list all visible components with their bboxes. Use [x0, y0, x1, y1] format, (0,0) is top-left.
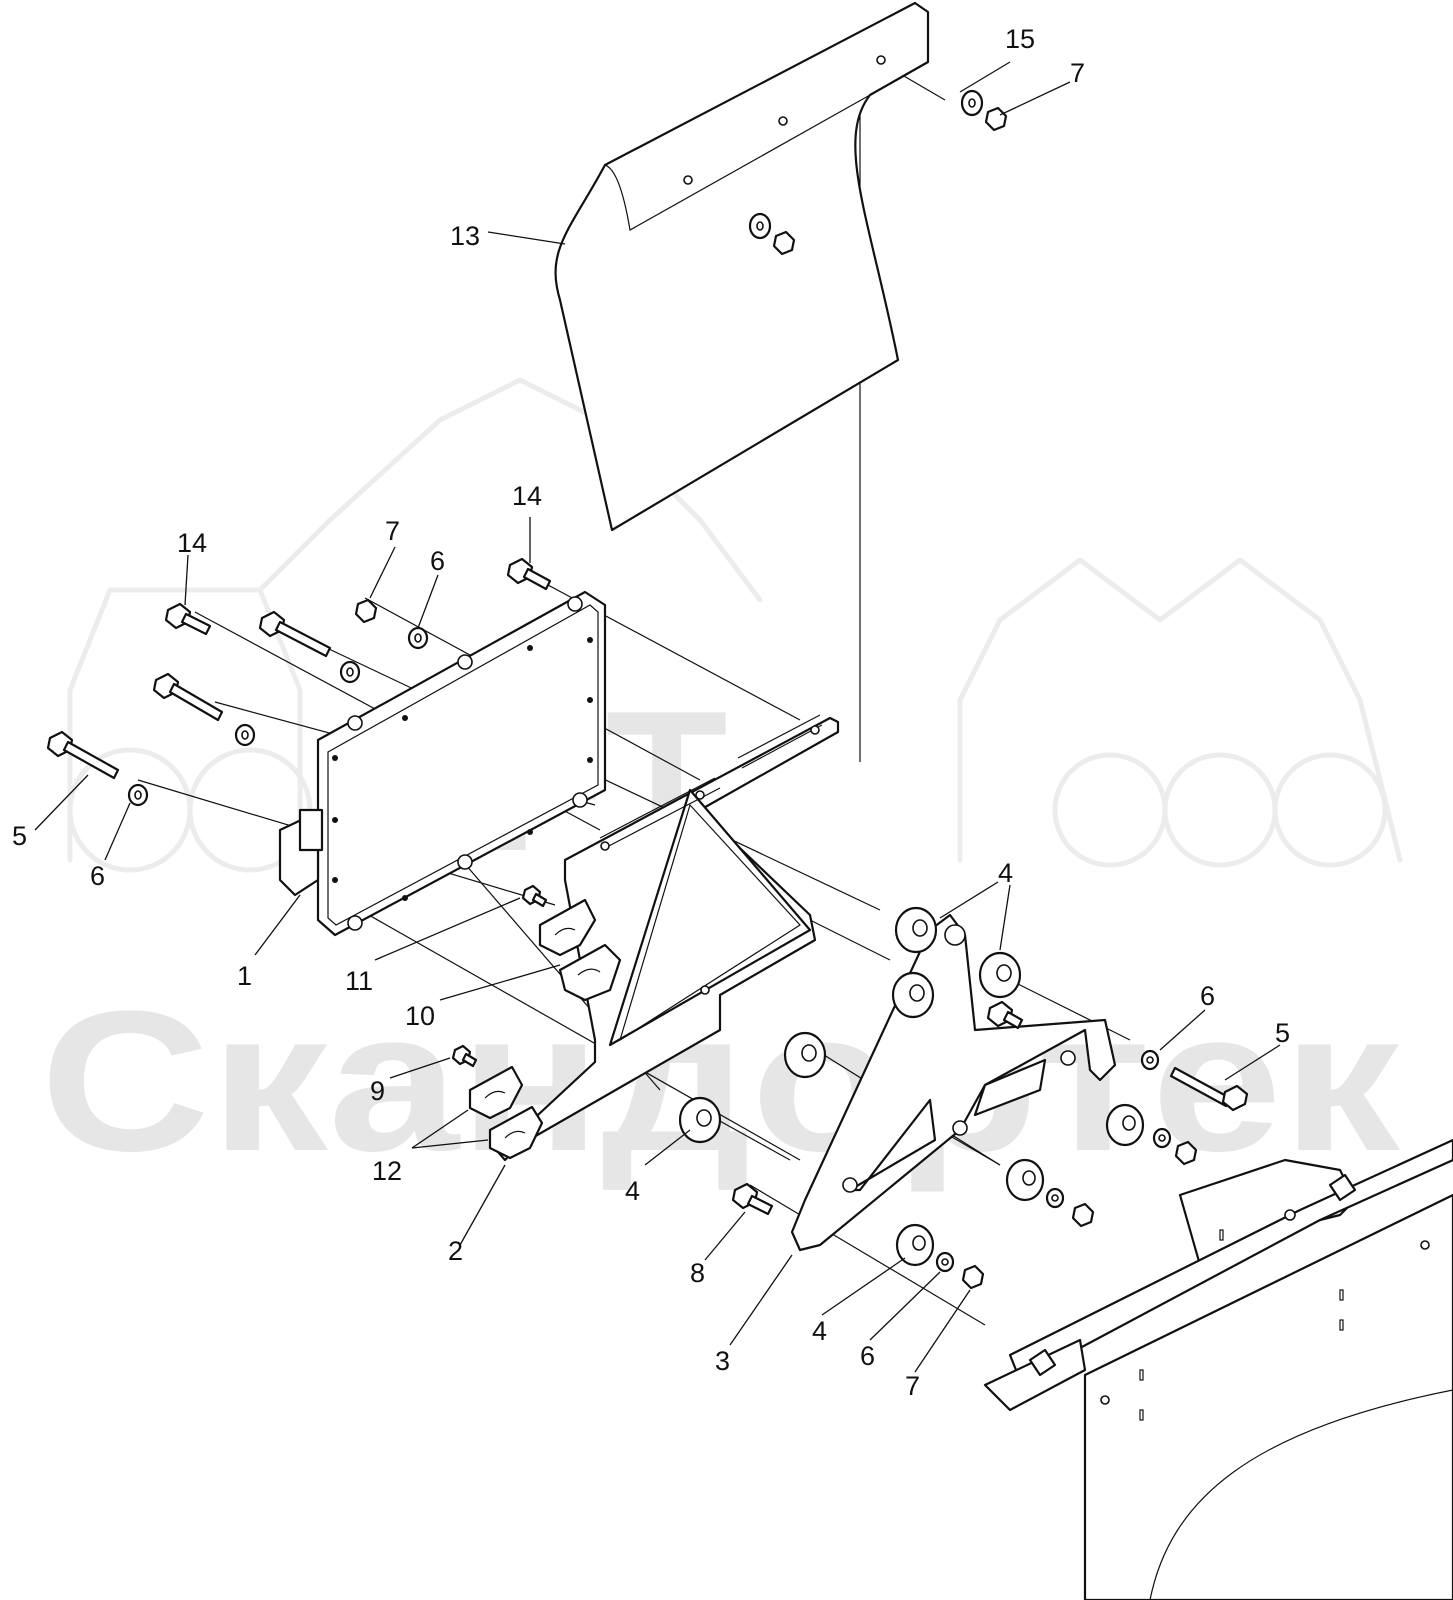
callout-13: 13	[450, 221, 480, 251]
bolt-long-a	[258, 610, 332, 658]
callout-6: 6	[90, 861, 105, 891]
callout-7: 7	[905, 1371, 920, 1401]
bolt-14-left	[164, 602, 212, 636]
callout-3: 3	[715, 1346, 730, 1376]
screw-9	[451, 1044, 478, 1068]
callout-10: 10	[405, 1001, 435, 1031]
callout-14: 14	[512, 481, 542, 511]
callout-labels: 13 15 7 14 14 7 6 5 6 1 11 10 9 12 2 4 4…	[12, 24, 1290, 1401]
callout-5: 5	[1275, 1018, 1290, 1048]
bolt-8	[731, 1182, 774, 1216]
screw-11	[521, 884, 548, 908]
part-3-support-bracket	[790, 913, 1117, 1252]
callout-7: 7	[1070, 58, 1085, 88]
callout-7: 7	[385, 516, 400, 546]
clamp-12-upper	[468, 1065, 524, 1120]
watermark-tractor-left	[67, 377, 763, 873]
bolt-upper-right	[986, 1000, 1024, 1030]
vehicle-frame	[983, 1138, 1453, 1600]
callout-11: 11	[345, 966, 373, 996]
callout-8: 8	[690, 1258, 705, 1288]
callout-15: 15	[1005, 24, 1035, 54]
part-4-grommets	[678, 906, 1145, 1267]
grommet	[1105, 1103, 1145, 1147]
clamp-10-lower	[558, 943, 622, 1002]
clamp-10-upper	[538, 898, 597, 957]
grommet	[978, 951, 1022, 999]
watermark-tractor-right	[957, 557, 1403, 868]
grommet	[1005, 1158, 1045, 1202]
callout-6: 6	[860, 1341, 875, 1371]
part-1-control-box	[278, 590, 607, 937]
nut-r1	[1174, 1140, 1198, 1166]
bolt-5-right	[1169, 1066, 1249, 1112]
grommet	[894, 906, 938, 954]
grommet	[678, 1096, 722, 1144]
part-2-bracket-plate	[496, 714, 840, 1162]
callout-5: 5	[12, 821, 27, 851]
grommet	[783, 1031, 827, 1079]
clamp-12-lower	[488, 1105, 544, 1160]
bolt-14-right	[506, 557, 552, 591]
callout-12: 12	[372, 1156, 402, 1186]
callout-6: 6	[430, 546, 445, 576]
callout-4: 4	[998, 858, 1013, 888]
callout-9: 9	[370, 1076, 385, 1106]
grommet	[891, 971, 935, 1019]
callout-1: 1	[237, 961, 252, 991]
washers-nuts	[127, 89, 1198, 1290]
callout-6: 6	[1200, 981, 1215, 1011]
nut-7-mid	[354, 598, 378, 624]
clamps	[468, 898, 622, 1160]
bolt-long-b	[152, 672, 224, 722]
callout-14: 14	[177, 528, 207, 558]
nut-7-top	[984, 106, 1008, 132]
callout-4: 4	[625, 1176, 640, 1206]
nut-r2	[1071, 1202, 1095, 1228]
callout-2: 2	[448, 1236, 463, 1266]
part-13-mudflap	[554, 1, 930, 532]
grommet	[895, 1223, 935, 1267]
bolt-5-left	[46, 730, 120, 780]
callout-4: 4	[812, 1316, 827, 1346]
bolts	[46, 557, 1249, 1216]
nut-upper	[772, 230, 796, 256]
leader-lines	[34, 61, 1281, 1373]
nut-7-bottom	[961, 1264, 985, 1290]
